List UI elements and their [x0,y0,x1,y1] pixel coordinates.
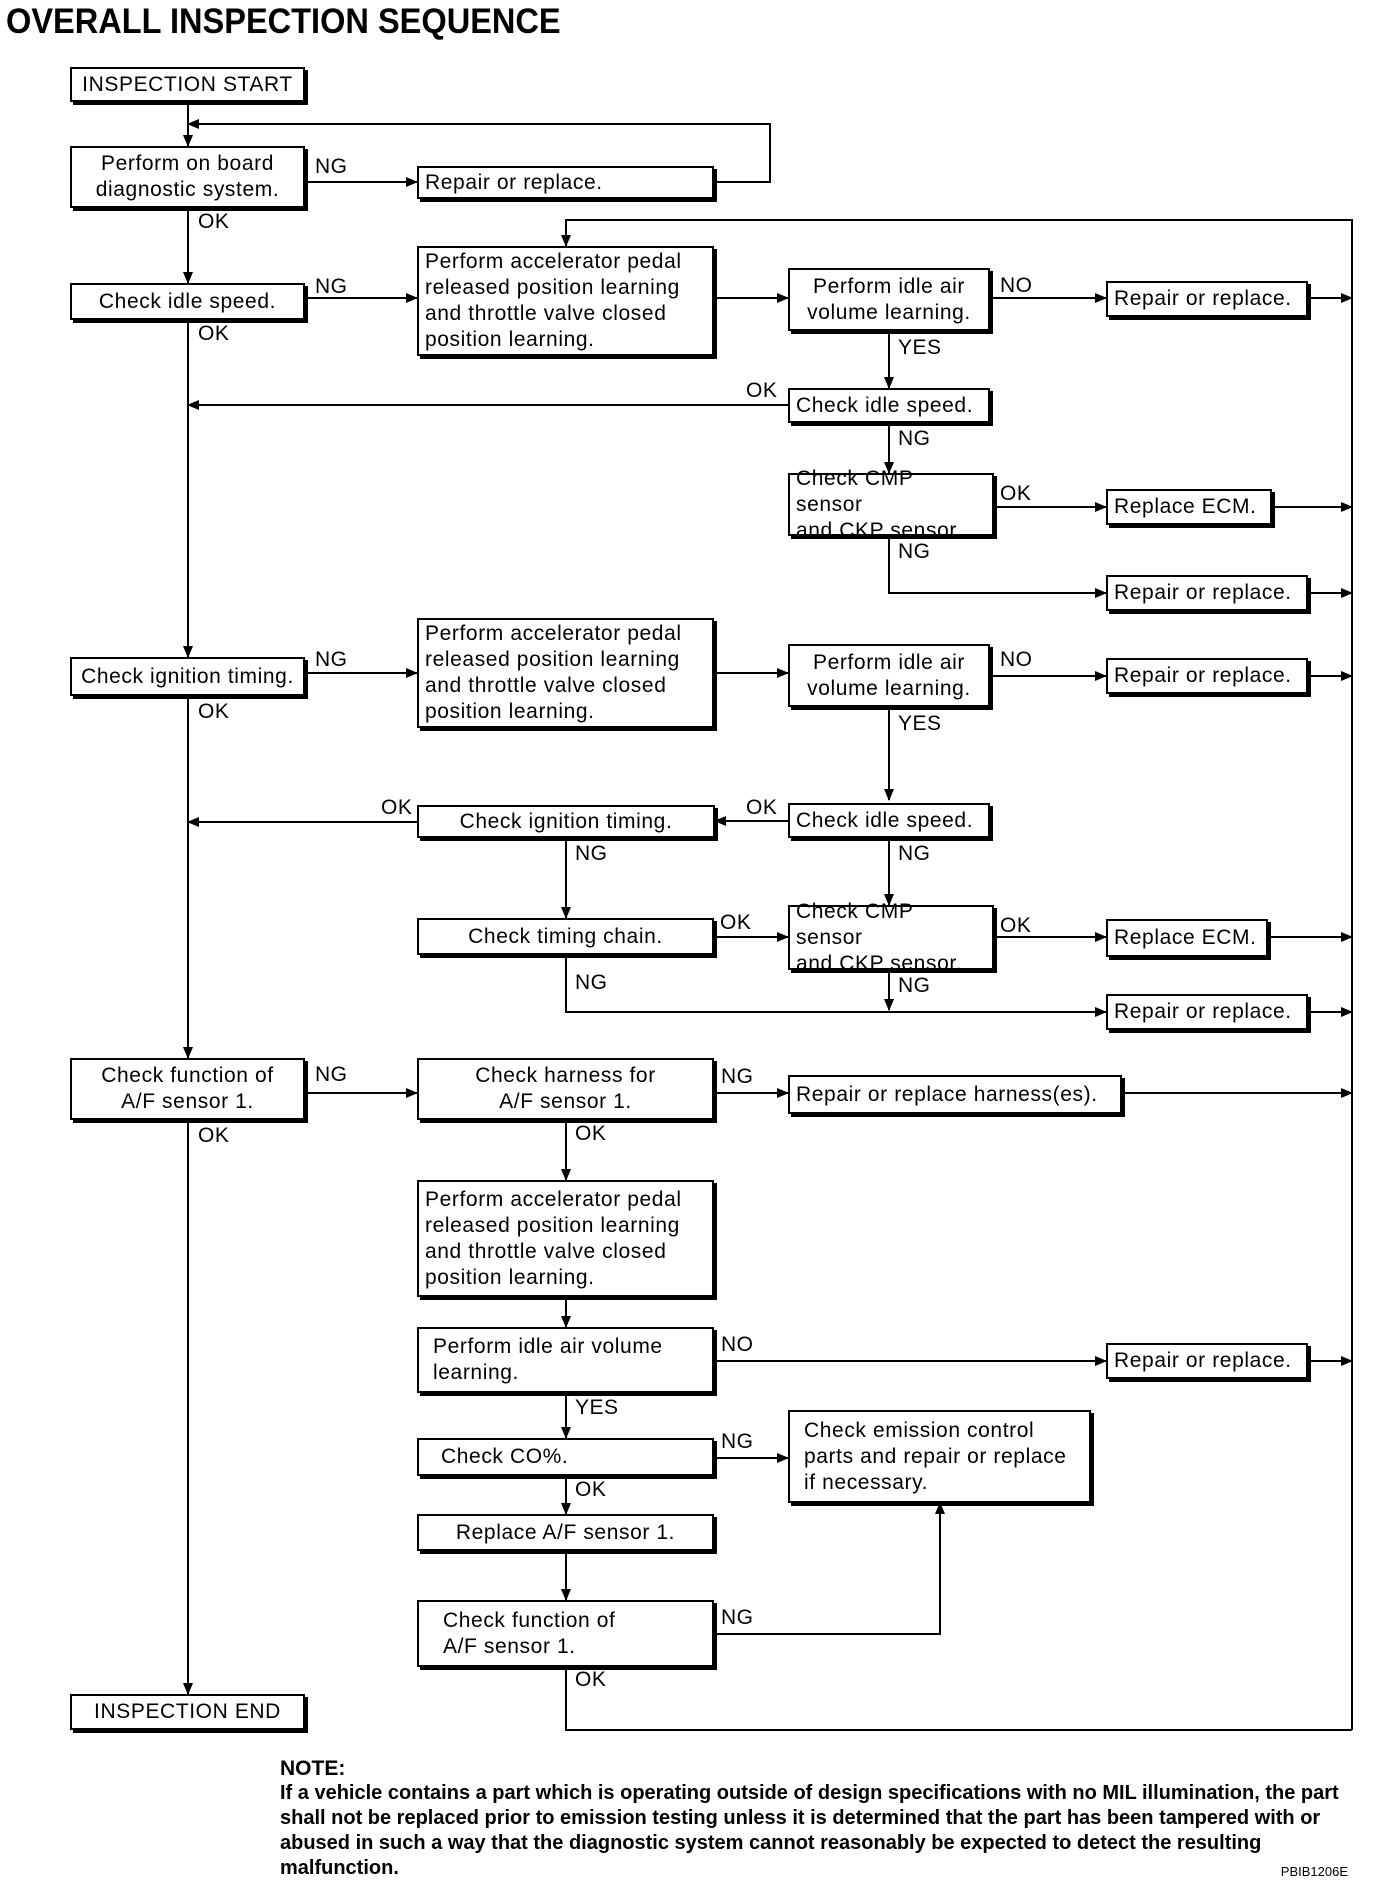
ok-label: OK [746,796,778,819]
ok-label: OK [198,1124,230,1147]
ng-label: NG [898,427,931,450]
idle-air-volume-learning-box: Perform idle air volume learning. [417,1327,714,1393]
check-harness-box: Check harness for A/F sensor 1. [417,1058,714,1120]
repair-or-replace-harness-box: Repair or replace harness(es). [788,1075,1122,1114]
idle-air-volume-learning-box: Perform idle air volume learning. [788,644,990,707]
yes-label: YES [898,712,942,735]
ng-label: NG [315,275,348,298]
check-emission-control-box: Check emission control parts and repair … [788,1410,1091,1503]
check-ignition-timing-box: Check ignition timing. [417,805,715,838]
yes-label: YES [898,336,942,359]
check-cmp-ckp-sensor-box: Check CMP sensor and CKP sensor. [788,467,994,542]
repair-or-replace-box: Repair or replace. [1106,658,1308,694]
repair-or-replace-box: Repair or replace. [1106,575,1308,611]
accel-pedal-learning-box: Perform accelerator pedal released posit… [417,618,714,728]
yes-label: YES [575,1396,619,1419]
check-timing-chain-box: Check timing chain. [417,918,714,955]
check-idle-speed-box: Check idle speed. [70,283,305,320]
check-idle-speed-box: Check idle speed. [788,803,990,838]
check-ignition-timing-box: Check ignition timing. [70,657,305,696]
obd-box: Perform on board diagnostic system. [70,146,305,208]
replace-ecm-box: Replace ECM. [1106,919,1268,957]
repair-or-replace-box: Repair or replace. [1106,994,1308,1030]
flow-line [714,1502,945,1635]
ok-label: OK [198,210,230,233]
ng-label: NG [575,842,608,865]
ok-label: OK [198,322,230,345]
flow-line [565,1667,1352,1731]
ng-label: NG [575,971,608,994]
note: NOTE: If a vehicle contains a part which… [280,1756,1340,1881]
repair-or-replace-box: Repair or replace. [1106,1343,1308,1379]
replace-ecm-box: Replace ECM. [1106,489,1272,525]
no-label: NO [1000,648,1033,671]
check-af-sensor-function-box: Check function of A/F sensor 1. [417,1600,714,1667]
check-co-box: Check CO%. [417,1438,714,1476]
check-idle-speed-box: Check idle speed. [788,388,990,423]
ng-label: NG [315,1063,348,1086]
ok-label: OK [198,700,230,723]
idle-air-volume-learning-box: Perform idle air volume learning. [788,268,990,331]
repair-or-replace-box: Repair or replace. [417,166,714,199]
ok-label: OK [575,1478,607,1501]
page-title: OVERALL INSPECTION SEQUENCE [6,2,561,41]
flow-line [187,119,771,183]
ok-label: OK [575,1668,607,1691]
no-label: NO [1000,274,1033,297]
ok-label: OK [575,1122,607,1145]
ng-label: NG [721,1430,754,1453]
ng-label: NG [315,648,348,671]
ok-label: OK [381,796,413,819]
replace-af-sensor-box: Replace A/F sensor 1. [417,1514,714,1551]
check-cmp-ckp-sensor-box: Check CMP sensor and CKP sensor. [788,900,994,975]
flow-line [888,536,1107,598]
ng-label: NG [721,1065,754,1088]
ok-label: OK [1000,914,1032,937]
ng-label: NG [721,1606,754,1629]
ok-label: OK [720,911,752,934]
ng-label: NG [898,974,931,997]
ng-label: NG [898,540,931,563]
inspection-start-box: INSPECTION START [70,67,305,102]
ok-label: OK [1000,482,1032,505]
flow-line [565,955,1107,1017]
repair-or-replace-box: Repair or replace. [1106,281,1308,317]
ng-label: NG [315,155,348,178]
reference-code: PBIB1206E [1280,1864,1348,1879]
ok-label: OK [746,379,778,402]
check-af-sensor-function-box: Check function of A/F sensor 1. [70,1058,305,1120]
accel-pedal-learning-box: Perform accelerator pedal released posit… [417,1180,714,1297]
ng-label: NG [898,842,931,865]
note-title: NOTE: [280,1757,346,1780]
note-text: If a vehicle contains a part which is op… [280,1782,1339,1879]
inspection-end-box: INSPECTION END [70,1694,305,1730]
flow-line [561,219,1353,1730]
no-label: NO [721,1333,754,1356]
accel-pedal-learning-box: Perform accelerator pedal released posit… [417,246,714,356]
